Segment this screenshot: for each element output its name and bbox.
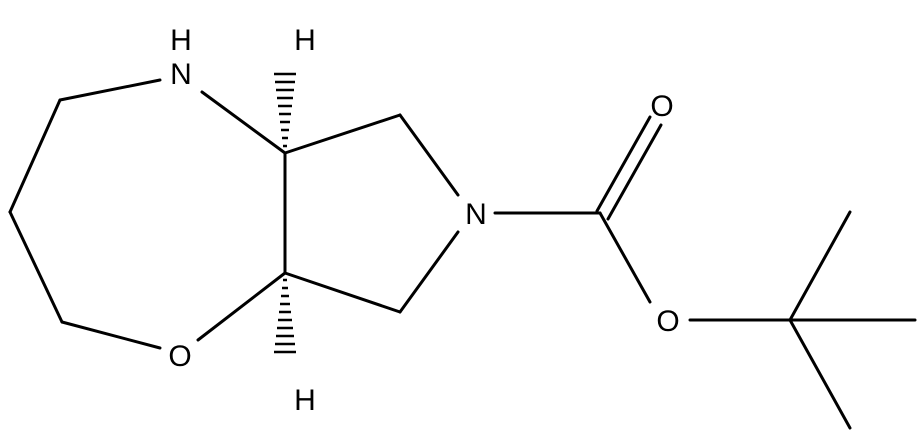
bond-cquat-methyl-up: [788, 210, 852, 322]
atom-label-stereo-h-top: H: [294, 24, 316, 57]
atom-label-ester-o: O: [656, 305, 679, 338]
bond-c-o-ring: [60, 320, 162, 350]
bond-cquat-methyl-down: [788, 318, 852, 430]
bond-carbonyl-double-2: [606, 123, 663, 221]
bond-nh-c-ring: [58, 78, 162, 102]
bond-carbonyl-c-oester: [598, 211, 652, 304]
atom-label-amine-h: H: [170, 24, 192, 57]
bond-c-c-ring-1: [8, 98, 62, 214]
atom-label-carbonyl-o: O: [650, 90, 673, 123]
hashed-wedge-bottom: [274, 278, 296, 354]
atom-label-pyrrolidine-n: N: [465, 198, 487, 231]
hashed-wedge-top: [274, 72, 296, 148]
bond-n-ch2-bottom: [398, 230, 460, 314]
bond-c3a-nh: [200, 90, 287, 155]
atom-label-amine-n: N: [170, 58, 192, 91]
bond-ch2-top-n: [398, 113, 460, 197]
bond-c3a-ch2-top: [283, 113, 402, 155]
atom-label-ring-o: O: [168, 340, 191, 373]
bond-carbonyl-double-1: [595, 115, 652, 213]
bond-c-c-ring-2: [8, 210, 64, 324]
atom-label-stereo-h-bottom: H: [294, 384, 316, 417]
bond-ch2-bottom-c7a: [283, 271, 402, 314]
bond-o-c7a: [196, 271, 287, 342]
